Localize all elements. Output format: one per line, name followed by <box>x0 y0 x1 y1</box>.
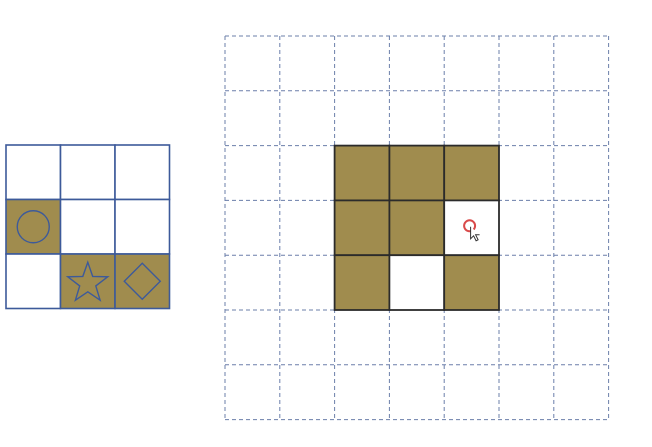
key-cell <box>5 144 62 201</box>
circle-icon <box>16 210 50 244</box>
board-cell[interactable] <box>553 364 609 420</box>
board-cell[interactable] <box>225 364 280 420</box>
board-cell[interactable] <box>279 364 335 420</box>
board-cell[interactable] <box>389 36 445 91</box>
key-cell <box>59 253 116 310</box>
board-cell[interactable] <box>553 90 609 146</box>
filled-board-cell[interactable] <box>333 199 391 257</box>
board-cell[interactable] <box>499 364 554 420</box>
board-cell[interactable] <box>225 255 280 310</box>
board-cell[interactable] <box>279 310 335 365</box>
board-cell[interactable] <box>334 364 390 420</box>
board-cell[interactable] <box>279 200 335 256</box>
arrow-cursor-icon <box>470 226 480 242</box>
board-cell[interactable] <box>389 90 445 146</box>
star-icon <box>65 260 110 302</box>
board-cell[interactable] <box>334 90 390 146</box>
empty-board-cell[interactable] <box>388 254 446 311</box>
board-cell[interactable] <box>389 364 445 420</box>
board-cell[interactable] <box>553 255 609 310</box>
board-cell[interactable] <box>553 310 609 365</box>
filled-board-cell[interactable] <box>443 144 500 202</box>
board-grid-lines <box>224 35 610 421</box>
board-cell[interactable] <box>553 36 609 91</box>
board-cell[interactable] <box>225 145 280 201</box>
board-cell[interactable] <box>225 90 280 146</box>
pointer-cursor-icon <box>463 219 480 242</box>
board-cell[interactable] <box>444 364 499 420</box>
filled-board-cell[interactable] <box>443 254 500 311</box>
filled-board-cell[interactable] <box>333 254 391 311</box>
click-ring-icon <box>463 219 477 233</box>
board-cell[interactable] <box>499 200 554 256</box>
key-cell <box>114 253 171 310</box>
board-cell[interactable] <box>279 36 335 91</box>
filled-board-cell[interactable] <box>388 199 446 257</box>
board-cell[interactable] <box>499 90 554 146</box>
board-cell[interactable] <box>225 36 280 91</box>
board-cell[interactable] <box>279 255 335 310</box>
board-cell[interactable] <box>279 145 335 201</box>
board-cell[interactable] <box>499 36 554 91</box>
board-cell[interactable] <box>444 90 499 146</box>
diamond-icon <box>123 262 162 301</box>
board-cell[interactable] <box>553 200 609 256</box>
board-cell[interactable] <box>279 90 335 146</box>
placed-pattern <box>333 144 500 311</box>
key-pattern-grid <box>5 144 171 310</box>
key-cell <box>114 198 171 255</box>
board-cell[interactable] <box>499 255 554 310</box>
board-cell[interactable] <box>225 200 280 256</box>
filled-board-cell[interactable] <box>388 144 446 202</box>
board-cell[interactable] <box>334 310 390 365</box>
filled-board-cell[interactable] <box>333 144 391 202</box>
key-cell <box>59 144 116 201</box>
board-cell[interactable] <box>553 145 609 201</box>
board-cell[interactable] <box>225 310 280 365</box>
board-cell[interactable] <box>499 310 554 365</box>
board-cell[interactable] <box>499 145 554 201</box>
board-cell[interactable] <box>444 36 499 91</box>
board-cell[interactable] <box>334 36 390 91</box>
board-cell[interactable] <box>444 310 499 365</box>
key-cell <box>5 253 62 310</box>
board-cell[interactable] <box>389 310 445 365</box>
